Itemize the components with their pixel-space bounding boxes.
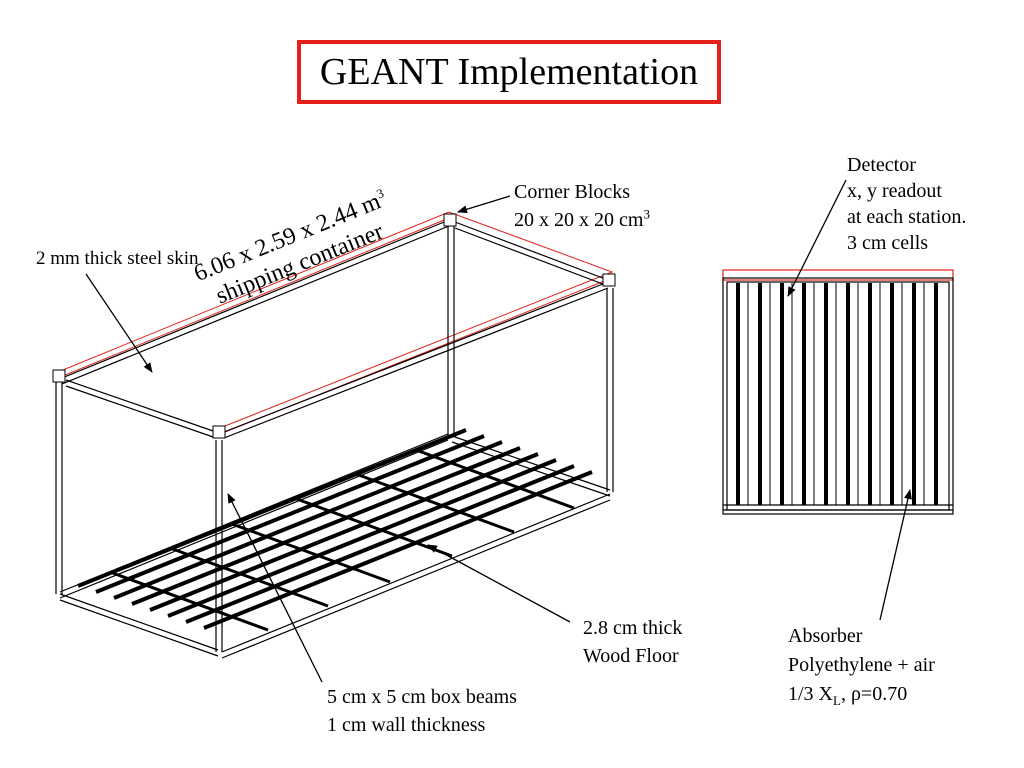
arrow-detector	[787, 179, 847, 297]
wood-floor-label: 2.8 cm thick Wood Floor	[583, 617, 683, 667]
box-beams-label: 5 cm x 5 cm box beams 1 cm wall thicknes…	[327, 686, 517, 736]
slide-title: GEANT Implementation	[297, 40, 721, 104]
detector-cells	[736, 283, 938, 505]
container-frame	[55, 219, 614, 659]
steel-skin-label: 2 mm thick steel skin	[36, 248, 199, 269]
detector-end-view	[722, 269, 954, 515]
arrow-absorber	[879, 489, 912, 621]
detector-cell-outlines	[747, 283, 925, 505]
arrow-corner-blocks	[457, 195, 511, 214]
leader-arrows	[85, 179, 912, 683]
corner-blocks	[52, 213, 616, 439]
corner-blocks-label: Corner Blocks 20 x 20 x 20 cm3	[514, 181, 650, 231]
detector-label: Detector x, y readout at each station. 3…	[847, 154, 967, 254]
wood-floor-planks	[77, 428, 593, 630]
arrow-wood-floor	[427, 544, 571, 623]
arrow-box-beams	[227, 493, 323, 683]
wood-floor-crossbeams	[109, 448, 575, 632]
arrow-steel-skin	[85, 273, 153, 373]
absorber-label: Absorber Polyethylene + air 1/3 XL, ρ=0.…	[788, 625, 935, 708]
